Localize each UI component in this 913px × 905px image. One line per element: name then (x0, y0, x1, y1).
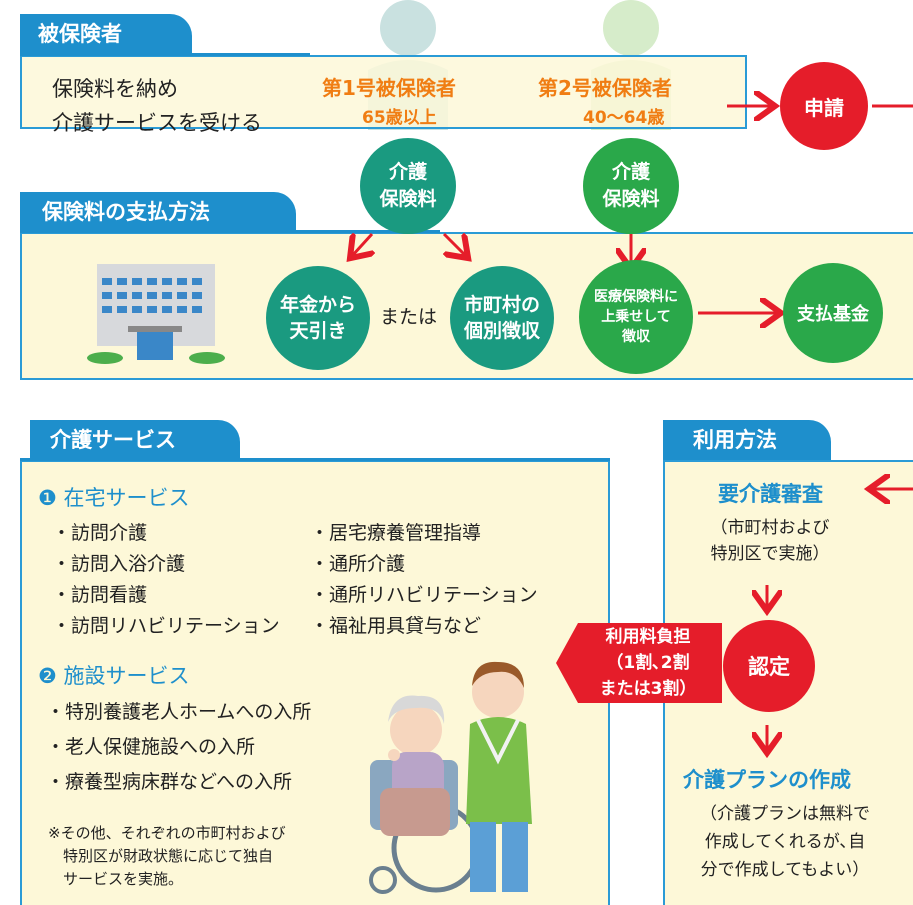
facility-service-heading: ❷ 施設サービス (38, 660, 190, 690)
medical-premium-circle: 医療保険料に 上乗せして 徴収 (579, 260, 693, 374)
type1-title: 第1号被保険者 (322, 76, 456, 100)
insured-tab: 被保険者 (20, 14, 192, 54)
pension-deduction-circle: 年金から 天引き (266, 266, 370, 370)
list-item: ・訪問介護 (52, 522, 148, 544)
review-note: （市町村および 特別区で実施） (710, 518, 830, 564)
list-item: ・訪問入浴介護 (52, 553, 186, 575)
apply-circle: 申請 (780, 62, 868, 150)
list-item: ・居宅療養管理指導 (310, 522, 482, 544)
list-item: ・通所リハビリテーション (310, 584, 538, 606)
insured-description-line1: 保険料を納め (52, 77, 178, 101)
list-item: ・福祉用具貸与など (310, 615, 482, 637)
type2-age: 40〜64歳 (583, 108, 665, 128)
home-service-heading: ❶ 在宅サービス (38, 482, 190, 512)
list-item: ・訪問リハビリテーション (52, 615, 280, 637)
service-note: ※その他、それぞれの市町村および 特別区が財政状態に応じて独自 サービスを実施。 (48, 824, 286, 888)
insured-tab-bar (20, 53, 310, 56)
review-title: 要介護審査 (718, 482, 823, 506)
list-item: ・老人保健施設への入所 (46, 736, 256, 758)
payment-tab: 保険料の支払方法 (20, 192, 296, 232)
insured-description: 保険料を納め 介護サービスを受ける (52, 72, 262, 140)
type2-title: 第2号被保険者 (538, 76, 672, 100)
facility-service-title: 施設サービス (63, 664, 190, 688)
insured-description-line2: 介護サービスを受ける (52, 111, 262, 135)
home-service-title: 在宅サービス (63, 486, 190, 510)
insured-panel (20, 55, 747, 129)
services-tab: 介護サービス (30, 420, 240, 460)
list-item: ・通所介護 (310, 553, 406, 575)
number-1-icon: ❶ (38, 486, 57, 510)
payment-fund-circle: 支払基金 (783, 263, 883, 363)
services-tab-bar (20, 458, 610, 461)
burden-label: 利用料負担 （1割､2割 または3割） (599, 627, 697, 699)
or-label: または (380, 306, 438, 328)
premium-circle-2: 介護 保険料 (583, 138, 679, 234)
care-plan-note: （介護プランは無料で 作成してくれるが､自 分で作成してもよい） (700, 804, 870, 880)
care-plan-title: 介護プランの作成 (683, 768, 851, 792)
usage-tab: 利用方法 (663, 420, 831, 460)
list-item: ・特別養護老人ホームへの入所 (46, 701, 312, 723)
certification-circle: 認定 (723, 620, 815, 712)
type1-age: 65歳以上 (362, 108, 437, 128)
list-item: ・療養型病床群などへの入所 (46, 771, 293, 793)
municipal-collection-circle: 市町村の 個別徴収 (450, 266, 554, 370)
number-2-icon: ❷ (38, 664, 57, 688)
premium-circle-1: 介護 保険料 (360, 138, 456, 234)
list-item: ・訪問看護 (52, 584, 148, 606)
